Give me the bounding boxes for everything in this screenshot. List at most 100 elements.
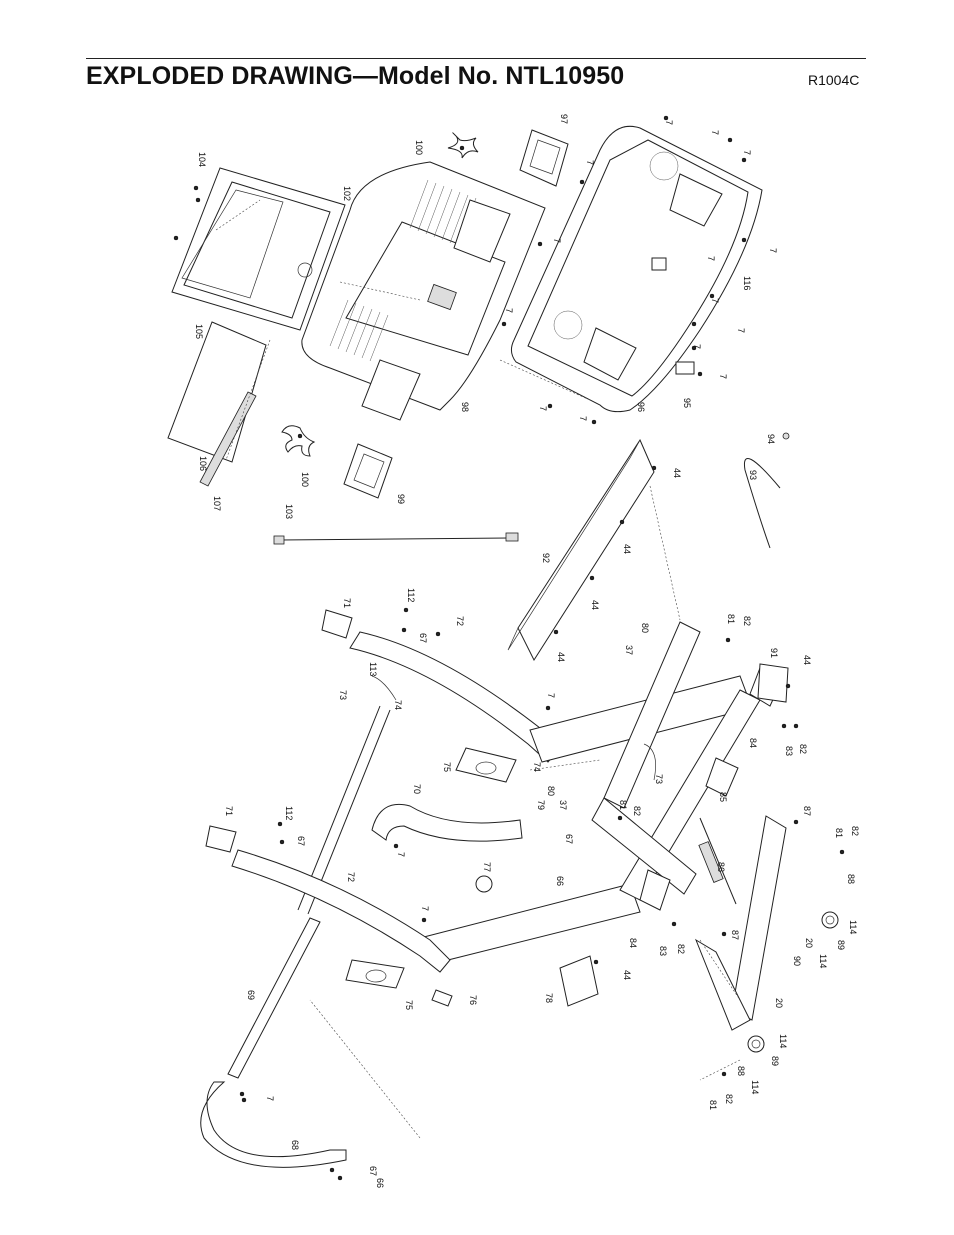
callout-label: 44 (802, 655, 812, 665)
callout-label: 76 (468, 995, 478, 1005)
callout-label: 67 (368, 1166, 378, 1176)
callout-label: 89 (836, 940, 846, 950)
page-title: EXPLODED DRAWING—Model No. NTL10950 (86, 62, 625, 90)
callout-label: 113 (368, 662, 378, 676)
callout-label: 79 (536, 800, 546, 810)
callout-label: 82 (724, 1094, 734, 1104)
callout-label: 91 (769, 648, 779, 658)
callout-label: 7 (585, 160, 595, 165)
callout-label: 81 (834, 828, 844, 838)
callout-label: 104 (197, 152, 207, 167)
callout-label: 7 (538, 406, 548, 411)
callout-label: 37 (558, 800, 568, 810)
handrail-70 (371, 804, 523, 842)
display-panel-105 (181, 189, 284, 299)
wheel-89-left (747, 1035, 765, 1053)
callout-label: 82 (676, 944, 686, 954)
fan-100-lower (281, 425, 316, 457)
leader-lines (215, 199, 741, 1139)
endcap-75-upper (455, 747, 517, 783)
callout-label: 80 (640, 623, 650, 633)
callout-label: 73 (338, 690, 348, 700)
callout-label: 7 (578, 416, 588, 421)
callout-label: 7 (664, 120, 674, 125)
knob-77 (475, 875, 493, 893)
callout-label: 7 (710, 298, 720, 303)
callout-label: 44 (556, 652, 566, 662)
callout-label: 87 (730, 930, 740, 940)
panel-106 (167, 321, 267, 463)
callout-label: 67 (418, 633, 428, 643)
callout-label: 82 (850, 826, 860, 836)
callout-label: 81 (618, 800, 628, 810)
callout-label: 92 (541, 553, 551, 563)
speaker-box-97 (519, 129, 569, 187)
callout-label: 70 (412, 784, 422, 794)
callout-label: 7 (396, 852, 406, 857)
callout-label: 7 (552, 238, 562, 243)
callout-label: 67 (564, 834, 574, 844)
clip-94 (782, 432, 790, 440)
callout-label: 7 (546, 693, 556, 698)
callout-label: 103 (284, 504, 294, 519)
callout-label: 96 (636, 402, 646, 412)
callout-label: 7 (718, 374, 728, 379)
wire-73 (371, 675, 656, 781)
callout-label: 85 (718, 792, 728, 802)
callout-label: 87 (802, 806, 812, 816)
callout-label: 75 (442, 762, 452, 772)
callout-label: 72 (455, 616, 465, 626)
callout-label: 44 (672, 468, 682, 478)
callout-label: 106 (198, 456, 208, 471)
callout-label: 7 (710, 130, 720, 135)
callout-label: 77 (482, 862, 492, 872)
callout-label: 78 (544, 993, 554, 1003)
callout-label: 98 (460, 402, 470, 412)
callout-label: 93 (748, 470, 758, 480)
callout-label: 90 (792, 956, 802, 966)
base-frame-85 (591, 621, 787, 1031)
callout-label: 97 (559, 114, 569, 124)
leveler-76 (431, 989, 453, 1007)
callout-label: 7 (706, 256, 716, 261)
callout-label: 66 (375, 1178, 385, 1188)
callout-label: 114 (750, 1080, 760, 1094)
callout-label: 7 (768, 248, 778, 253)
shock-86 (698, 817, 737, 905)
callout-label: 20 (774, 998, 784, 1008)
callout-label: 20 (804, 938, 814, 948)
callout-label: 88 (846, 874, 856, 884)
callout-label: 81 (708, 1100, 718, 1110)
endcap-75-lower (345, 959, 405, 989)
callout-label: 44 (590, 600, 600, 610)
callout-label: 44 (622, 544, 632, 554)
callout-label: 81 (726, 614, 736, 624)
wire-harness-103 (273, 532, 519, 545)
bracket-78 (559, 955, 599, 1007)
callout-label: 7 (692, 344, 702, 349)
callout-label: 7 (265, 1096, 275, 1101)
callout-label: 83 (658, 946, 668, 956)
callout-label: 7 (742, 150, 752, 155)
header-rule (86, 58, 866, 59)
cap-71-upper (321, 609, 353, 639)
callout-label: 102 (342, 186, 352, 201)
callout-label: 73 (654, 774, 664, 784)
callout-label: 74 (532, 762, 542, 772)
callout-label: 84 (748, 738, 758, 748)
callout-label: 83 (784, 746, 794, 756)
callout-label: 100 (300, 472, 310, 487)
callout-label: 114 (778, 1034, 788, 1048)
console-overlay-102 (171, 167, 346, 331)
callout-label: 114 (818, 954, 828, 968)
callout-label: 112 (284, 806, 294, 820)
callout-label: 82 (798, 744, 808, 754)
upright-upper (349, 631, 561, 763)
wheel-89-right (821, 911, 839, 929)
console-base-98 (301, 161, 546, 421)
callout-label: 112 (406, 588, 416, 602)
callout-label: 82 (632, 806, 642, 816)
callout-label: 94 (766, 434, 776, 444)
handrail-69 (227, 917, 321, 1079)
cable-93 (743, 458, 781, 549)
